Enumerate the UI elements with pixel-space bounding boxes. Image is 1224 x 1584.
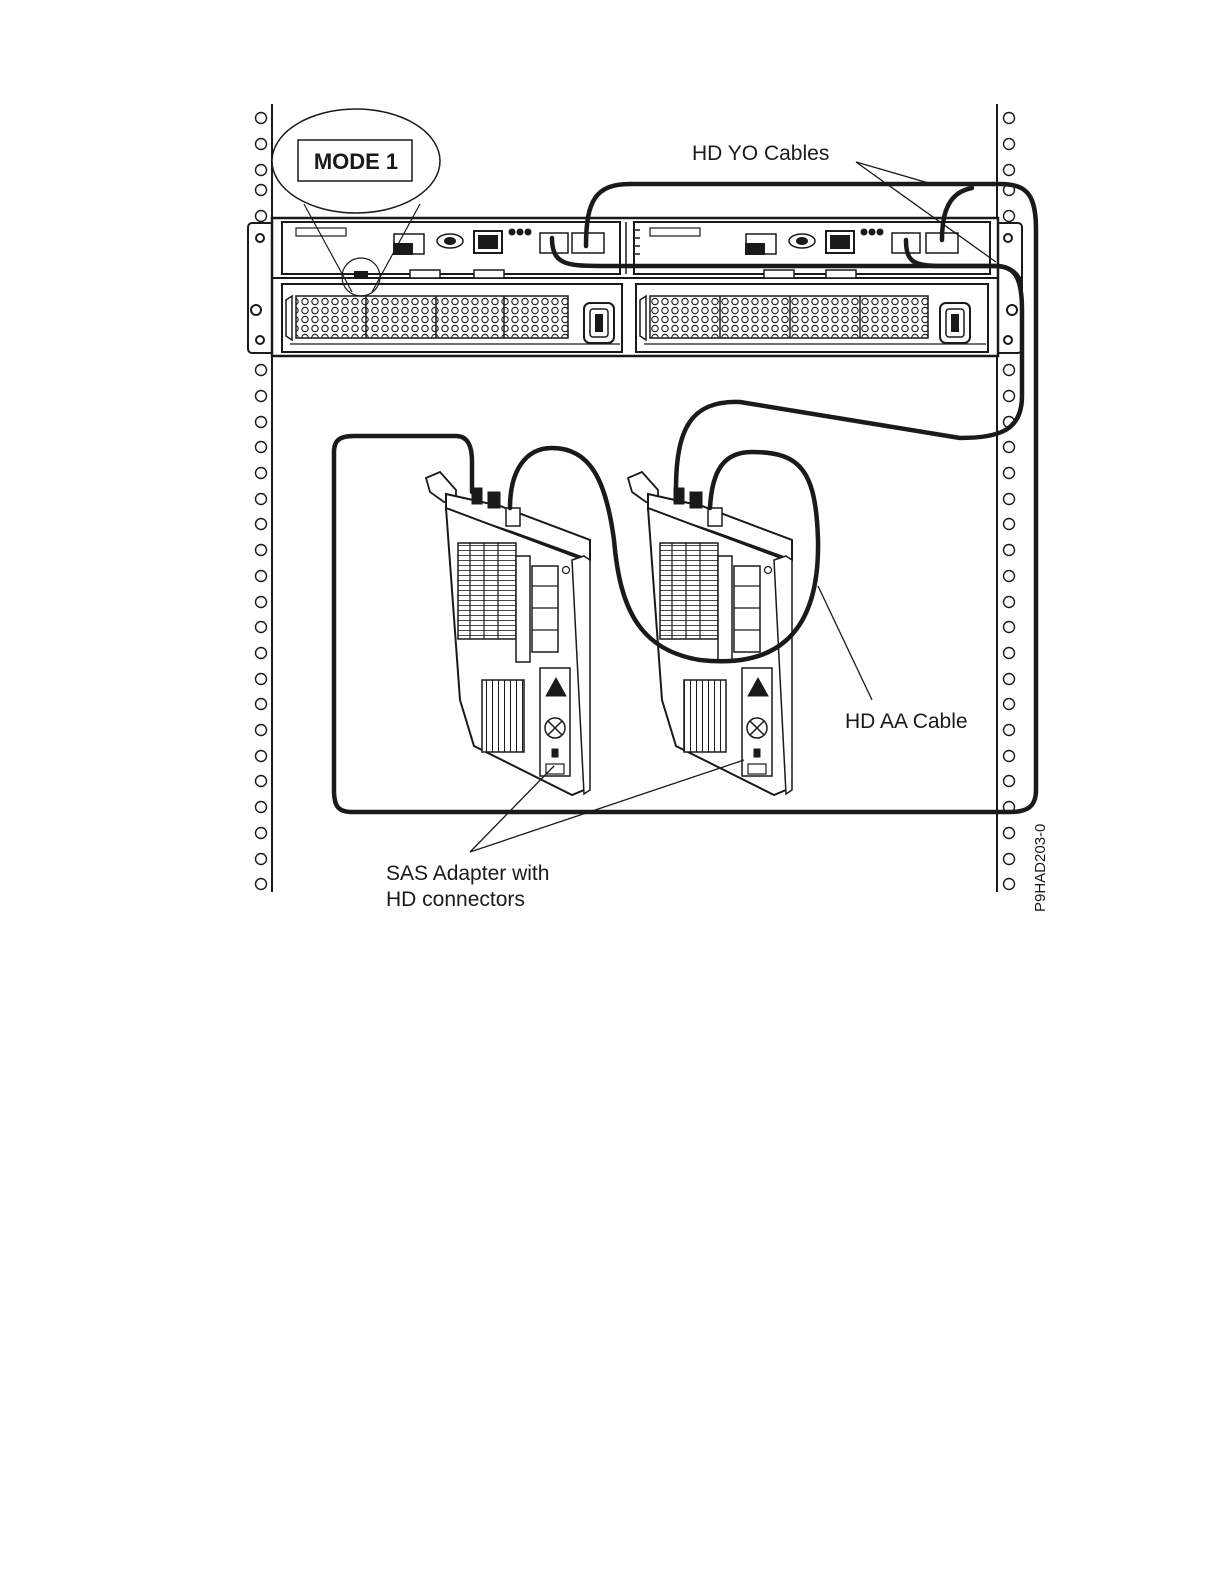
rail-hole xyxy=(1004,545,1015,556)
rail-hole xyxy=(1004,699,1015,710)
rail-hole xyxy=(256,879,267,890)
sas-adapter-label-line1: SAS Adapter with xyxy=(386,862,549,885)
rail-hole xyxy=(1004,879,1015,890)
sas-adapter-card-left xyxy=(426,472,590,795)
rail-hole xyxy=(1004,571,1015,582)
rail-hole xyxy=(1004,365,1015,376)
rail-hole xyxy=(256,751,267,762)
rail-hole xyxy=(1004,391,1015,402)
rail-hole xyxy=(256,648,267,659)
rail-hole xyxy=(1004,442,1015,453)
figure-id: P9HAD203-0 xyxy=(1032,824,1049,912)
rail-hole xyxy=(1004,211,1015,222)
rail-hole xyxy=(1004,776,1015,787)
rail-hole xyxy=(256,699,267,710)
rail-hole xyxy=(256,776,267,787)
rail-hole xyxy=(1004,854,1015,865)
rail-hole xyxy=(256,391,267,402)
rail-hole xyxy=(256,674,267,685)
rail-hole xyxy=(256,494,267,505)
rail-hole xyxy=(256,597,267,608)
sas-adapter-card-right xyxy=(628,472,792,795)
rail-hole xyxy=(256,139,267,150)
rail-hole xyxy=(1004,725,1015,736)
aa-cable-label: HD AA Cable xyxy=(845,710,968,733)
rail-hole xyxy=(256,802,267,813)
rail-hole xyxy=(1004,751,1015,762)
rail-hole xyxy=(256,622,267,633)
rail-hole xyxy=(1004,494,1015,505)
rail-hole xyxy=(1004,622,1015,633)
rail-hole xyxy=(256,571,267,582)
rail-hole xyxy=(256,545,267,556)
yo-cables-label: HD YO Cables xyxy=(692,142,829,165)
rail-hole xyxy=(256,185,267,196)
rail-hole xyxy=(1004,113,1015,124)
rail-hole xyxy=(256,854,267,865)
rail-hole xyxy=(256,468,267,479)
rail-hole xyxy=(1004,828,1015,839)
rail-hole xyxy=(1004,468,1015,479)
rail-hole xyxy=(256,725,267,736)
rail-hole xyxy=(256,828,267,839)
rail-hole xyxy=(256,417,267,428)
rail-hole xyxy=(1004,139,1015,150)
rail-hole xyxy=(256,365,267,376)
rail-hole xyxy=(256,442,267,453)
rail-hole xyxy=(1004,674,1015,685)
sas-adapter-label-line2: HD connectors xyxy=(386,888,525,911)
rail-hole xyxy=(256,113,267,124)
rail-hole xyxy=(256,211,267,222)
rail-hole xyxy=(1004,519,1015,530)
rail-hole xyxy=(256,519,267,530)
rail-hole xyxy=(1004,597,1015,608)
rail-hole xyxy=(1004,648,1015,659)
mode-label: MODE 1 xyxy=(314,149,398,174)
rail-hole xyxy=(256,165,267,176)
rail-hole xyxy=(1004,165,1015,176)
